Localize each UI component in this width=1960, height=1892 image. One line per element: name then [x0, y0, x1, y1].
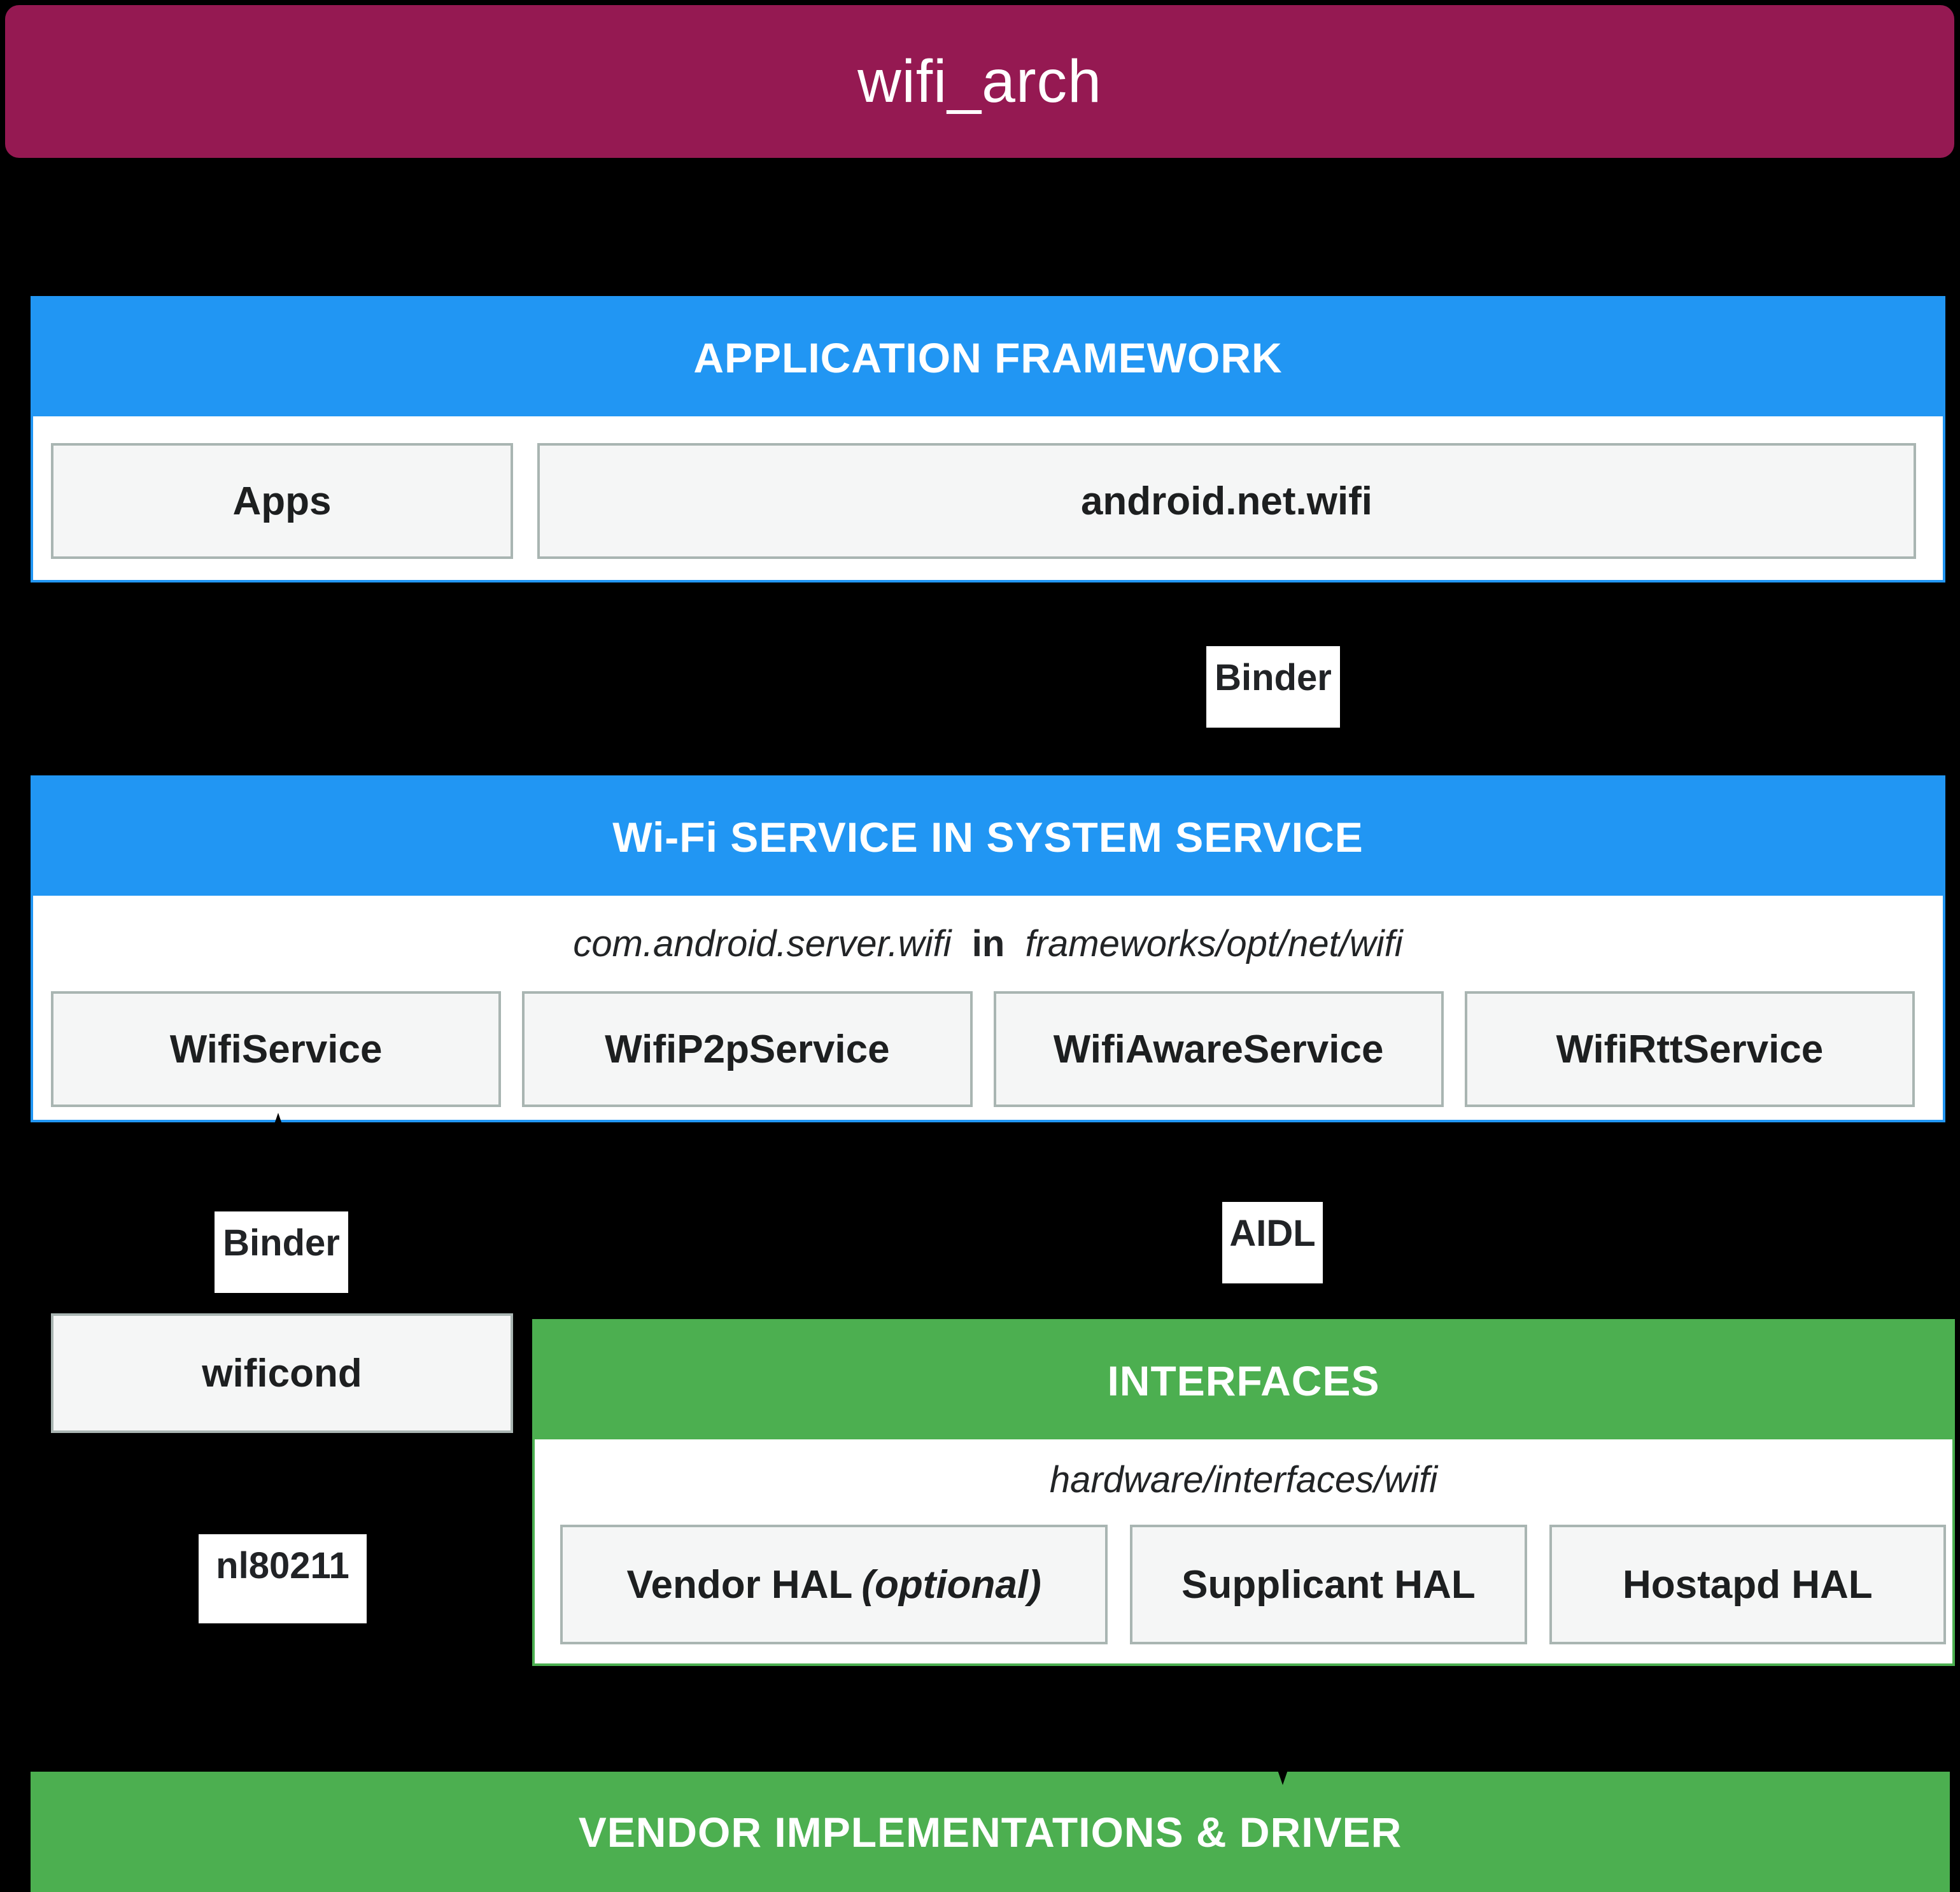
- vendor-hal-label: Vendor HAL: [626, 1562, 853, 1607]
- nl80211-label: nl80211: [199, 1534, 367, 1623]
- android-net-wifi-box: android.net.wifi: [537, 443, 1916, 559]
- subtitle-path: frameworks/opt/net/wifi: [1025, 923, 1403, 964]
- interfaces-boxes-row: Vendor HAL (optional) Supplicant HAL Hos…: [560, 1525, 1946, 1644]
- hostapd-hal-box: Hostapd HAL: [1549, 1525, 1946, 1644]
- apps-box: Apps: [51, 443, 513, 559]
- wifi-service-body: com.android.server.wifi in frameworks/op…: [33, 896, 1943, 1120]
- interfaces-header: INTERFACES: [535, 1322, 1952, 1439]
- footer-bar: VENDOR IMPLEMENTATIONS & DRIVER: [31, 1772, 1950, 1892]
- wifi-service-header: Wi-Fi SERVICE IN SYSTEM SERVICE: [33, 778, 1943, 896]
- vendor-hal-optional-label: (optional): [861, 1562, 1041, 1607]
- wificond-box: wificond: [51, 1313, 513, 1433]
- subtitle-package: com.android.server.wifi: [573, 923, 952, 964]
- binder-label-left: Binder: [215, 1211, 348, 1293]
- subtitle-connector: in: [971, 923, 1005, 964]
- arrowhead-down-icon: [1269, 1744, 1297, 1785]
- vendor-hal-box: Vendor HAL (optional): [560, 1525, 1108, 1644]
- page-title: wifi_arch: [857, 47, 1102, 115]
- aidl-label: AIDL: [1222, 1202, 1323, 1283]
- wifiawareservice-box: WifiAwareService: [993, 991, 1444, 1107]
- interfaces-subtitle: hardware/interfaces/wifi: [1049, 1459, 1438, 1500]
- wifi-service-boxes-row: WifiService WifiP2pService WifiAwareServ…: [51, 991, 1915, 1107]
- section-application-framework: APPLICATION FRAMEWORK Apps android.net.w…: [31, 296, 1945, 582]
- section-wifi-service: Wi-Fi SERVICE IN SYSTEM SERVICE com.andr…: [31, 775, 1945, 1122]
- wifiservice-box: WifiService: [51, 991, 502, 1107]
- title-bar: wifi_arch: [5, 5, 1954, 158]
- wifi-service-subtitle: com.android.server.wifi in frameworks/op…: [33, 922, 1943, 965]
- footer-title: VENDOR IMPLEMENTATIONS & DRIVER: [578, 1808, 1402, 1856]
- interfaces-body: hardware/interfaces/wifi Vendor HAL (opt…: [535, 1439, 1952, 1663]
- binder-label-top: Binder: [1206, 646, 1340, 728]
- wifip2pservice-box: WifiP2pService: [522, 991, 973, 1107]
- supplicant-hal-box: Supplicant HAL: [1130, 1525, 1527, 1644]
- wifirttservice-box: WifiRttService: [1464, 991, 1915, 1107]
- arrowhead-up-icon: [264, 1113, 292, 1154]
- application-framework-header: APPLICATION FRAMEWORK: [33, 299, 1943, 416]
- section-interfaces: INTERFACES hardware/interfaces/wifi Vend…: [532, 1319, 1955, 1666]
- application-framework-body: Apps android.net.wifi: [33, 416, 1943, 580]
